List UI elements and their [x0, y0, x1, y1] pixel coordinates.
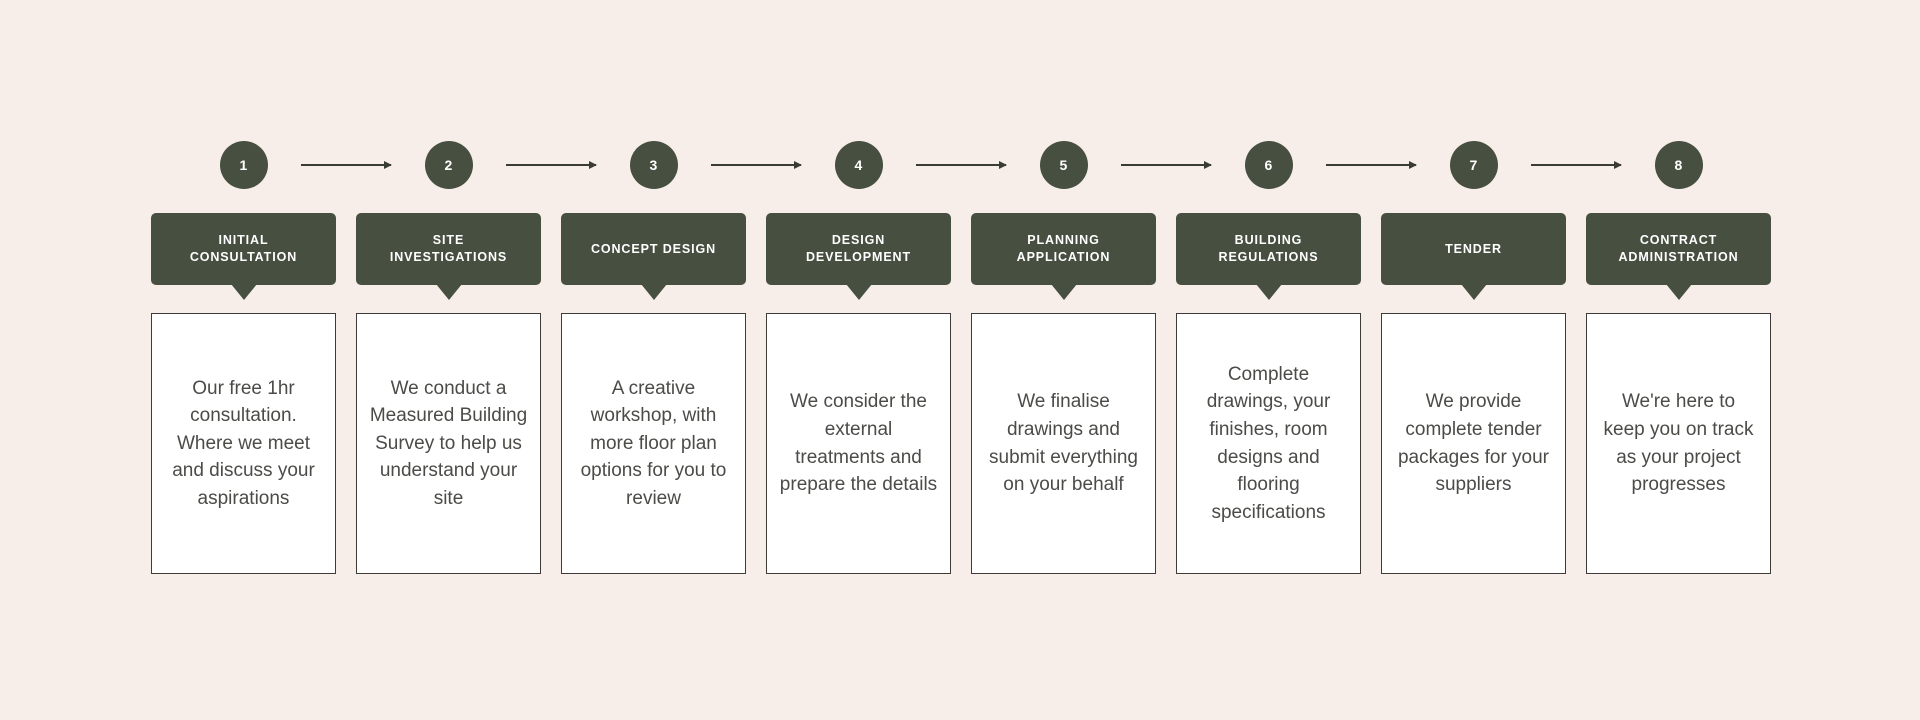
- step-marker-7: 7: [1381, 141, 1566, 189]
- pointer-down-icon: [1460, 284, 1487, 300]
- step-card-text: We conduct a Measured Building Survey to…: [369, 377, 528, 509]
- step-header-label: CONCEPT DESIGN: [590, 241, 717, 256]
- arrow-line: [1531, 164, 1621, 166]
- pointer-down-icon: [640, 284, 667, 300]
- step-card-text: A creative workshop, with more floor pla…: [580, 377, 727, 509]
- step-marker-5: 5: [971, 141, 1156, 189]
- pointer-down-icon: [435, 284, 462, 300]
- arrow-right-icon-6: [1326, 161, 1417, 169]
- step-header-3[interactable]: CONCEPT DESIGN: [561, 213, 746, 300]
- step-header-box: PLANNING APPLICATION: [971, 213, 1156, 300]
- step-header-row: INITIAL CONSULTATION SITE INVESTIGATIONS…: [151, 213, 1771, 309]
- step-header-4[interactable]: DESIGN DEVELOPMENT: [766, 213, 951, 300]
- step-header-8[interactable]: CONTRACT ADMINISTRATION: [1586, 213, 1771, 300]
- pointer-down-icon: [1255, 284, 1282, 300]
- step-marker-2: 2: [356, 141, 541, 189]
- step-header-box: SITE INVESTIGATIONS: [356, 213, 541, 300]
- step-marker-3: 3: [561, 141, 746, 189]
- arrow-head: [1614, 161, 1622, 169]
- arrow-head: [589, 161, 597, 169]
- step-card-8[interactable]: We're here to keep you on track as your …: [1586, 313, 1771, 574]
- step-number-badge: 8: [1654, 141, 1703, 189]
- step-number-badge: 1: [219, 141, 268, 189]
- arrow-head: [1409, 161, 1417, 169]
- step-marker-4: 4: [766, 141, 951, 189]
- step-number-track: 1 2 3 4 5 6 7 8: [151, 141, 1770, 189]
- arrow-right-icon-5: [1121, 161, 1212, 169]
- step-card-text: We're here to keep you on track as your …: [1603, 391, 1754, 496]
- step-card-text: We finalise drawings and submit everythi…: [989, 391, 1138, 496]
- step-header-box: CONTRACT ADMINISTRATION: [1586, 213, 1771, 300]
- arrow-right-icon-7: [1531, 161, 1622, 169]
- step-card-text: We provide complete tender packages for …: [1397, 391, 1550, 496]
- step-number-badge: 5: [1039, 141, 1088, 189]
- step-header-5[interactable]: PLANNING APPLICATION: [971, 213, 1156, 300]
- step-header-label: BUILDING REGULATIONS: [1218, 233, 1319, 264]
- step-header-7[interactable]: TENDER: [1381, 213, 1566, 300]
- step-header-box: CONCEPT DESIGN: [561, 213, 746, 300]
- arrow-line: [506, 164, 596, 166]
- step-card-4[interactable]: We consider the external treatments and …: [766, 313, 951, 574]
- step-marker-6: 6: [1176, 141, 1361, 189]
- arrow-head: [1204, 161, 1212, 169]
- step-number-badge: 2: [424, 141, 473, 189]
- step-card-3[interactable]: A creative workshop, with more floor pla…: [561, 313, 746, 574]
- arrow-head: [999, 161, 1007, 169]
- arrow-right-icon-1: [301, 161, 392, 169]
- pointer-down-icon: [1665, 284, 1692, 300]
- step-card-text: Our free 1hr consultation. Where we meet…: [172, 377, 315, 509]
- arrow-line: [1326, 164, 1416, 166]
- step-header-1[interactable]: INITIAL CONSULTATION: [151, 213, 336, 300]
- arrow-head: [794, 161, 802, 169]
- step-header-box: INITIAL CONSULTATION: [151, 213, 336, 300]
- step-header-label: INITIAL CONSULTATION: [189, 233, 298, 264]
- step-header-label: SITE INVESTIGATIONS: [389, 233, 508, 264]
- step-number-badge: 7: [1449, 141, 1498, 189]
- step-card-2[interactable]: We conduct a Measured Building Survey to…: [356, 313, 541, 574]
- arrow-line: [711, 164, 801, 166]
- step-marker-8: 8: [1586, 141, 1771, 189]
- step-header-label: TENDER: [1445, 241, 1502, 256]
- step-card-text: Complete drawings, your finishes, room d…: [1206, 363, 1331, 523]
- step-card-5[interactable]: We finalise drawings and submit everythi…: [971, 313, 1156, 574]
- arrow-right-icon-2: [506, 161, 597, 169]
- step-number-badge: 4: [834, 141, 883, 189]
- arrow-line: [1121, 164, 1211, 166]
- step-card-text: We consider the external treatments and …: [779, 391, 938, 496]
- arrow-right-icon-4: [916, 161, 1007, 169]
- arrow-line: [916, 164, 1006, 166]
- step-card-7[interactable]: We provide complete tender packages for …: [1381, 313, 1566, 574]
- step-card-6[interactable]: Complete drawings, your finishes, room d…: [1176, 313, 1361, 574]
- step-header-box: DESIGN DEVELOPMENT: [766, 213, 951, 300]
- step-header-box: BUILDING REGULATIONS: [1176, 213, 1361, 300]
- step-header-box: TENDER: [1381, 213, 1566, 300]
- step-number-badge: 3: [629, 141, 678, 189]
- step-header-2[interactable]: SITE INVESTIGATIONS: [356, 213, 541, 300]
- pointer-down-icon: [845, 284, 872, 300]
- step-header-label: DESIGN DEVELOPMENT: [805, 233, 912, 264]
- arrow-right-icon-3: [711, 161, 802, 169]
- arrow-line: [301, 164, 391, 166]
- pointer-down-icon: [1050, 284, 1077, 300]
- step-marker-1: 1: [151, 141, 336, 189]
- step-number-badge: 6: [1244, 141, 1293, 189]
- step-header-label: PLANNING APPLICATION: [1016, 233, 1111, 264]
- pointer-down-icon: [230, 284, 257, 300]
- step-card-1[interactable]: Our free 1hr consultation. Where we meet…: [151, 313, 336, 574]
- step-header-6[interactable]: BUILDING REGULATIONS: [1176, 213, 1361, 300]
- step-card-row: Our free 1hr consultation. Where we meet…: [151, 313, 1771, 574]
- step-header-label: CONTRACT ADMINISTRATION: [1618, 233, 1739, 264]
- arrow-head: [384, 161, 392, 169]
